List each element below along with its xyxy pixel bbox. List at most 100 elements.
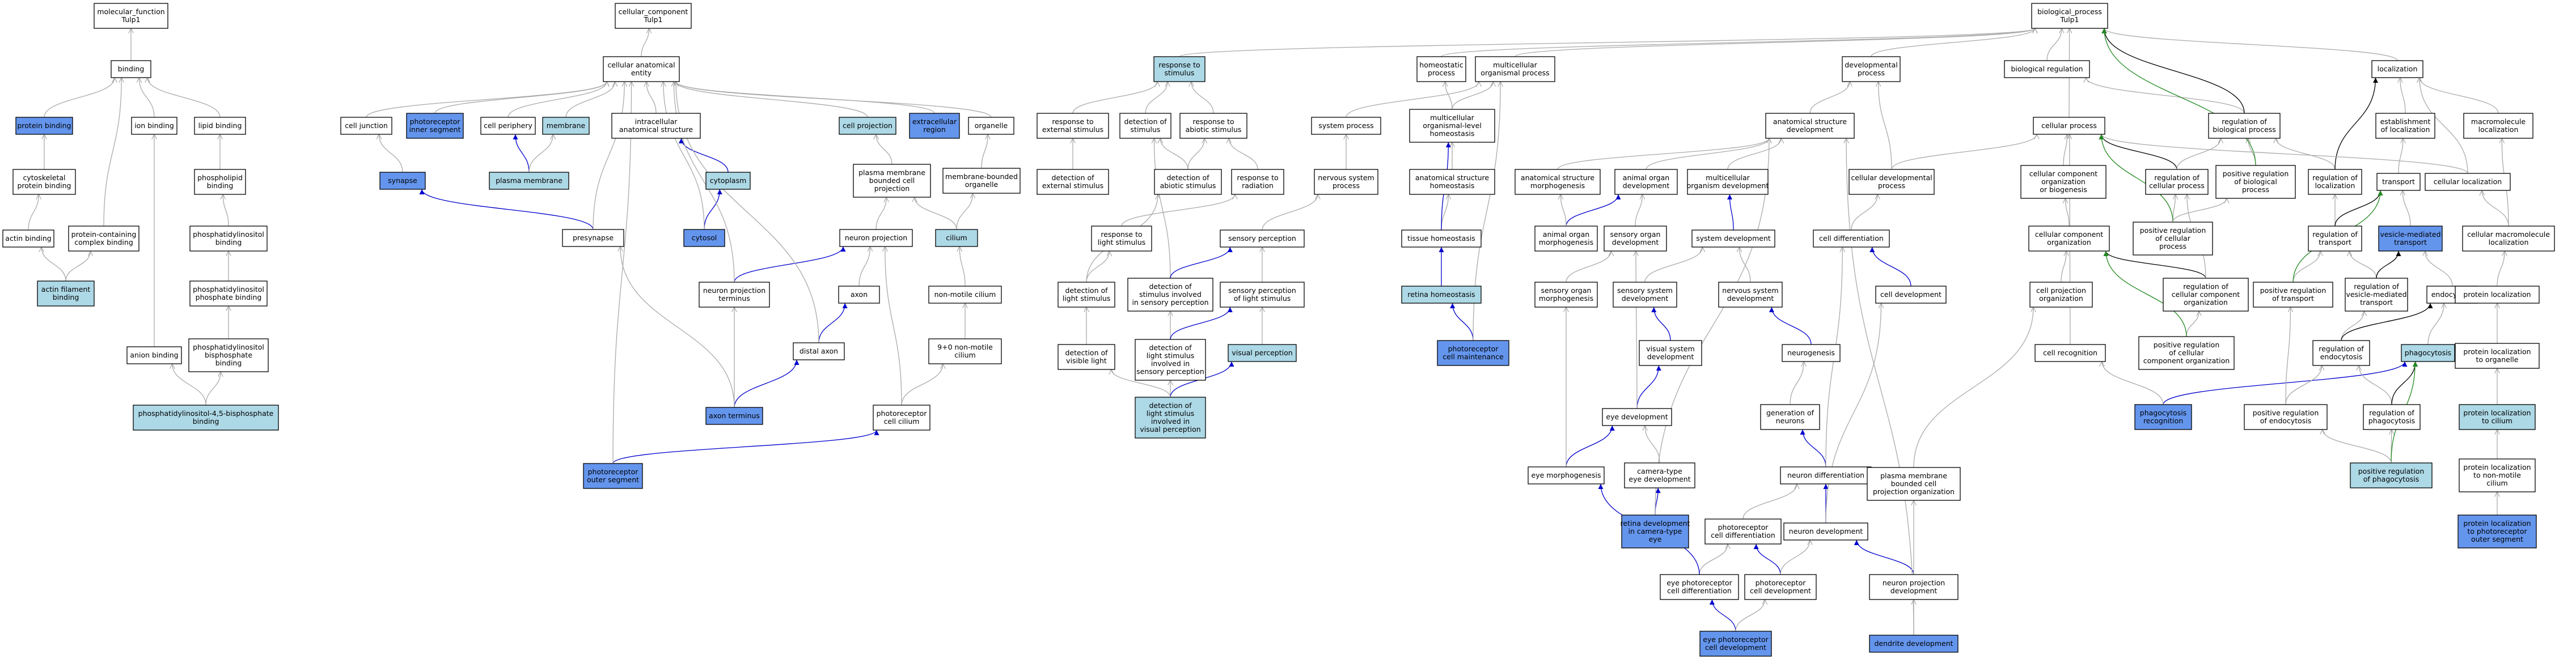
node-box	[2138, 336, 2235, 370]
node-box	[2401, 344, 2455, 362]
node-label: membrane-bounded	[945, 172, 1018, 181]
node-box	[2376, 173, 2421, 191]
node-box	[489, 172, 569, 190]
node-label: phagocytosis	[2405, 348, 2451, 357]
node-label: bounded cell	[869, 176, 915, 185]
node-label: cell projection	[843, 121, 892, 130]
go-term-node-cell-loc: cellular localization	[2425, 173, 2511, 191]
node-label: neuron projection	[1883, 579, 1945, 587]
node-label: region	[923, 125, 946, 134]
go-term-node-distal-axon: distal axon	[793, 342, 845, 360]
node-label: phospholipid	[197, 173, 243, 182]
node-label: homeostasis	[1430, 129, 1475, 138]
node-box	[928, 338, 1002, 364]
node-label: axon terminus	[709, 411, 760, 420]
node-label: protein localization	[2463, 409, 2531, 417]
go-term-node-pip2-b: phosphatidylinositol-4,5-bisphosphatebin…	[133, 405, 279, 431]
node-label: visible light	[1066, 356, 1107, 365]
node-label: phosphatidylinositol-4,5-bisphosphate	[138, 409, 274, 418]
node-box	[1869, 635, 1959, 653]
edge-retina-dev-to-asd	[1655, 138, 1769, 516]
edge-reg-endocytosis-to-reg-vmt	[2341, 311, 2364, 341]
node-label: stimulus	[1165, 69, 1195, 77]
node-box	[2363, 404, 2421, 430]
node-label: external stimulus	[1042, 125, 1103, 134]
node-label: eye development	[1606, 413, 1668, 421]
edge-pos-reg-cp-to-pos-reg-bp	[2172, 198, 2227, 223]
edge-intracell-as-to-cae	[646, 82, 657, 114]
node-box	[189, 226, 268, 252]
edge-neuron-diff-to-gen-neurons	[1800, 429, 1826, 467]
go-term-node-neuron-diff: neuron differentiation	[1780, 466, 1872, 484]
edge-neurogenesis-to-nsd	[1769, 307, 1812, 345]
edge-homeostatic-to-bp	[1441, 28, 2035, 57]
node-label: system development	[1696, 234, 1771, 243]
node-label: non-motile cilium	[934, 290, 996, 299]
node-box	[1058, 344, 1115, 370]
node-label: establishment	[2380, 117, 2431, 126]
edge-organelle-to-cae	[676, 81, 992, 118]
node-box	[2163, 278, 2249, 312]
node-box	[1867, 467, 1961, 501]
edge-protein-binding-to-binding	[44, 77, 115, 118]
node-label: process	[1878, 181, 1905, 190]
node-label: cell differentiation	[1667, 586, 1732, 595]
edge-pr-cell-cilium-to-neuron-projection	[885, 246, 902, 406]
node-label: axon	[851, 290, 868, 299]
edge-reg-loc-to-localization	[2334, 77, 2379, 170]
node-box	[1515, 169, 1601, 195]
edge-presynapse-to-synapse	[419, 189, 594, 230]
node-label: binding	[207, 181, 234, 190]
node-label: cell junction	[345, 121, 388, 130]
node-label: projection organization	[1873, 487, 1955, 496]
node-label: anion binding	[130, 351, 178, 359]
node-box	[1614, 169, 1678, 195]
edge-protein-loc-to-cml	[2497, 251, 2505, 287]
node-box	[1699, 631, 1772, 657]
edge-som-to-sod	[1566, 250, 1611, 283]
edge-reg-loc-to-reg-bp	[2276, 138, 2336, 170]
edge-resp-ext-to-resp-stim	[1072, 81, 1157, 114]
edge-aom-to-asm	[1560, 194, 1567, 227]
edge-np-dev-to-neuron-dev	[1854, 539, 1914, 575]
edge-distal-axon-to-axon	[818, 303, 848, 343]
node-label: vesicle-mediated	[2346, 290, 2406, 299]
edge-localization-to-bp	[2104, 28, 2398, 61]
go-term-node-binding: binding	[111, 60, 151, 78]
node-label: phosphatidylinositol	[193, 230, 264, 239]
node-box	[839, 229, 913, 247]
node-label: protein localization	[2463, 347, 2531, 356]
node-box	[379, 172, 426, 190]
edge-actin-binding-to-cytoskeletal-pb	[28, 194, 39, 231]
go-term-node-synapse: synapse	[379, 172, 426, 190]
node-box	[1401, 229, 1482, 248]
node-label: response to	[1192, 117, 1234, 126]
node-box	[1119, 113, 1171, 139]
edge-axon-to-neuron-projection	[858, 246, 870, 287]
go-term-node-tissue-homeo: tissue homeostasis	[1401, 229, 1482, 248]
go-term-node-organelle: organelle	[968, 117, 1014, 135]
go-term-node-protein-loc: protein localization	[2455, 286, 2540, 304]
edge-endocytosis-to-vesicle-transport	[2425, 251, 2453, 287]
edge-moh-to-multicell-op	[1452, 81, 1493, 110]
node-label: tissue homeostasis	[1407, 234, 1475, 243]
node-label: photoreceptor	[1448, 345, 1499, 353]
node-label: protein binding	[17, 181, 71, 190]
edge-actin-filament-b-to-actin-binding	[41, 247, 66, 282]
go-term-node-phagocytosis: phagocytosis	[2401, 344, 2455, 362]
edge-cdp-to-cellular-process	[1891, 134, 2037, 170]
node-label: of endocytosis	[2260, 416, 2312, 425]
node-box	[111, 60, 151, 78]
edge-pr-cell-dev-to-pr-cell-diff	[1753, 543, 1781, 575]
